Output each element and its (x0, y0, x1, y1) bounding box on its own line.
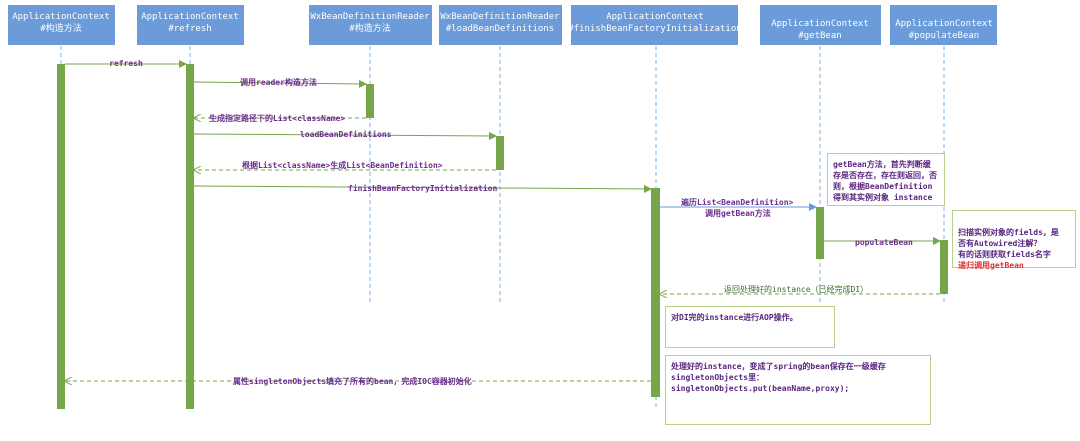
participant-reader-line1: WxBeanDefinitionReader (310, 12, 430, 22)
participant-ctor: ApplicationContext #构造方法 (8, 5, 115, 45)
message-refresh-label: refresh (109, 59, 143, 68)
participant-load-line1: WxBeanDefinitionReader (440, 12, 560, 22)
participant-getbean: ApplicationContext #getBean (760, 5, 881, 45)
participant-reader-line2: #构造方法 (349, 22, 390, 34)
activation-reader (366, 84, 374, 118)
participant-finish-line2: #finishBeanFactoryInitialization (568, 24, 741, 34)
message-getbean-label: 调用getBean方法 (705, 208, 771, 218)
participant-finish-line1: ApplicationContext (606, 12, 704, 22)
message-call-reader-label: 调用reader构造方法 (240, 77, 317, 87)
activation-load (496, 136, 504, 170)
participant-populate: ApplicationContext #populateBean (890, 5, 997, 45)
participant-ctor-line1: ApplicationContext (12, 12, 110, 22)
note-populate: 扫描实例对象的fields，是 否有Autowired注解？ 有的话则获取fie… (952, 210, 1076, 270)
participant-populate-line2: #populateBean (909, 31, 979, 41)
activation-ctor (57, 64, 65, 409)
participant-refresh-line2: #refresh (168, 24, 211, 34)
message-call-reader-arrow (193, 79, 367, 88)
note-getbean: getBean方法，首先判断缓 存是否存在，存在则返回，否 则，根据BeanDe… (827, 153, 945, 206)
note-populate-recursive: 递归调用getBean (958, 261, 1024, 270)
activation-bars (57, 64, 948, 409)
note-cache: 处理好的instance，变成了spring的bean保存在一级缓存 singl… (665, 355, 931, 425)
messages: refresh 调用reader构造方法 生成指定路径下的List<classN… (65, 59, 941, 386)
message-finish-arrow (193, 184, 652, 193)
participant-reader: WxBeanDefinitionReader #构造方法 (309, 5, 432, 45)
participant-finish: ApplicationContext #finishBeanFactoryIni… (568, 5, 742, 45)
message-beandef-list-label: 根据List<className>生成List<BeanDefinition> (242, 160, 443, 170)
activation-finish (651, 188, 660, 397)
message-iterate-label: 遍历List<BeanDefinition> (680, 197, 794, 207)
message-ioc-complete-label: 属性singletonObjects填充了所有的bean，完成IOC容器初始化 (233, 376, 472, 386)
participant-getbean-line1: ApplicationContext (771, 19, 869, 29)
message-finish-label: finishBeanFactoryInitialization (348, 183, 497, 193)
message-populate-label: populateBean (855, 238, 913, 247)
activation-refresh (186, 64, 194, 409)
participant-populate-line1: ApplicationContext (895, 19, 993, 29)
activation-getbean (816, 207, 824, 259)
note-populate-text: 扫描实例对象的fields，是 否有Autowired注解？ 有的话则获取fie… (958, 228, 1059, 259)
participant-getbean-line2: #getBean (798, 31, 841, 41)
message-load-label: loadBeanDefinitions (300, 129, 392, 139)
participant-headers: ApplicationContext #构造方法 ApplicationCont… (8, 5, 997, 45)
participant-ctor-line2: #构造方法 (40, 22, 81, 34)
message-load-arrow (193, 131, 497, 140)
participant-refresh: ApplicationContext #refresh (137, 5, 244, 45)
participant-load-line2: #loadBeanDefinitions (446, 24, 554, 34)
participant-refresh-line1: ApplicationContext (141, 12, 239, 22)
message-return-instance-label: 返回处理好的instance（已经完成DI） (724, 284, 868, 294)
activation-populate (940, 240, 948, 294)
participant-load: WxBeanDefinitionReader #loadBeanDefiniti… (439, 5, 562, 45)
note-aop: 对DI完的instance进行AOP操作。 (665, 306, 835, 348)
message-classname-list-label: 生成指定路径下的List<className> (209, 113, 345, 123)
